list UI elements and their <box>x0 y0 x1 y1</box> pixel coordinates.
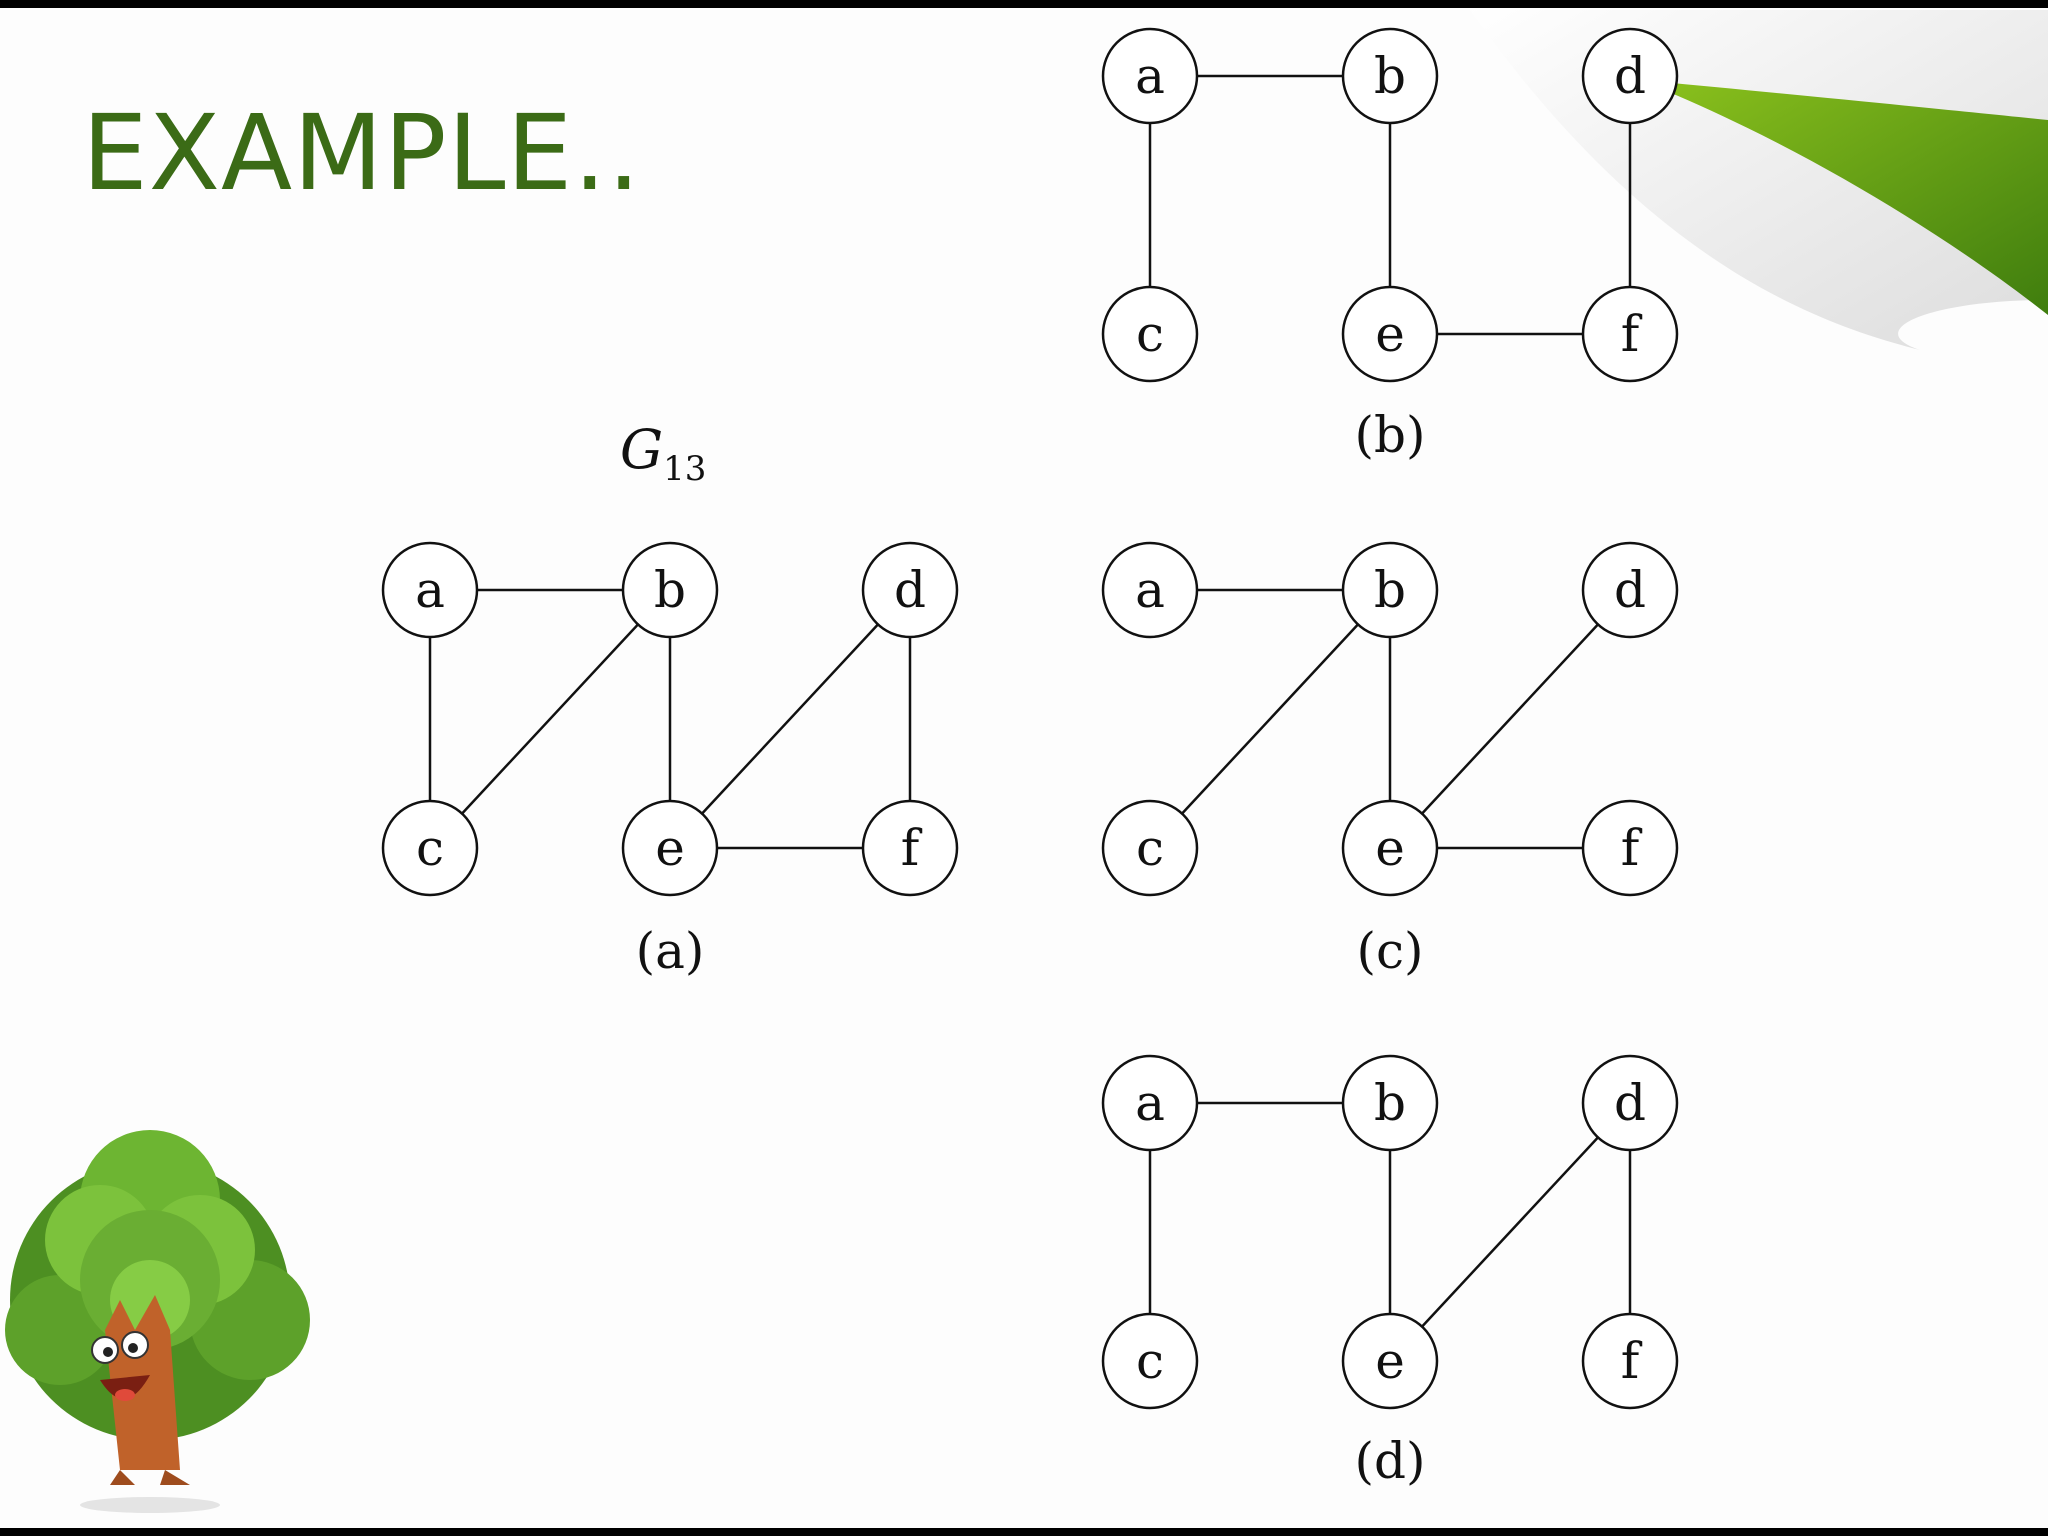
node-e-circle <box>1341 1312 1439 1410</box>
node-f-circle <box>1581 285 1679 383</box>
node-a-label: a <box>1135 47 1165 105</box>
bottom-border <box>0 1528 2048 1536</box>
graph-panel-b: a b d c e f (b) <box>1101 27 1679 464</box>
slide-title: EXAMPLE.. <box>82 92 642 214</box>
top-border <box>0 0 2048 8</box>
graph-panel-a: a b d c e f (a) <box>381 541 959 980</box>
edge-d-e <box>1421 623 1599 815</box>
graph-caption: (a) <box>636 922 705 980</box>
graph-caption: (b) <box>1354 406 1425 464</box>
node-f-label: f <box>901 819 923 877</box>
node-b-circle <box>1341 1054 1439 1152</box>
node-e-label: e <box>1375 305 1405 363</box>
node-d-circle <box>1581 27 1679 125</box>
node-b-label: b <box>654 561 686 619</box>
node-d-label: d <box>894 561 926 619</box>
node-b-circle <box>621 541 719 639</box>
node-d-circle <box>1581 1054 1679 1152</box>
node-d-label: d <box>1614 561 1646 619</box>
edge-b-c <box>1181 623 1359 815</box>
node-c-circle <box>1101 285 1199 383</box>
node-f-circle <box>1581 799 1679 897</box>
node-d-label: d <box>1614 47 1646 105</box>
node-e-label: e <box>655 819 685 877</box>
node-c-circle <box>1101 799 1199 897</box>
node-f-label: f <box>1621 819 1643 877</box>
node-b-circle <box>1341 27 1439 125</box>
node-a-circle <box>1101 1054 1199 1152</box>
node-a-label: a <box>1135 1074 1165 1132</box>
node-c-label: c <box>1136 819 1164 877</box>
edge-b-c <box>461 623 639 815</box>
edge-d-e <box>701 623 879 815</box>
node-d-label: d <box>1614 1074 1646 1132</box>
graph-panel-d: a b d c e f (d) <box>1101 1054 1679 1490</box>
node-c-circle <box>1101 1312 1199 1410</box>
node-e-circle <box>1341 799 1439 897</box>
node-d-circle <box>1581 541 1679 639</box>
node-c-label: c <box>1136 1332 1164 1390</box>
node-b-label: b <box>1374 1074 1406 1132</box>
node-a-circle <box>381 541 479 639</box>
node-c-label: c <box>416 819 444 877</box>
node-d-circle <box>861 541 959 639</box>
node-b-label: b <box>1374 561 1406 619</box>
node-e-label: e <box>1375 819 1405 877</box>
node-a-label: a <box>415 561 445 619</box>
node-f-label: f <box>1621 305 1643 363</box>
node-e-circle <box>621 799 719 897</box>
node-b-circle <box>1341 541 1439 639</box>
node-c-label: c <box>1136 305 1164 363</box>
node-a-label: a <box>1135 561 1165 619</box>
node-c-circle <box>381 799 479 897</box>
graph-panel-c: a b d c e f (c) <box>1101 541 1679 980</box>
node-e-label: e <box>1375 1332 1405 1390</box>
node-f-circle <box>1581 1312 1679 1410</box>
graph-caption: (d) <box>1354 1432 1425 1490</box>
node-b-label: b <box>1374 47 1406 105</box>
graph-name-label: G13 <box>620 418 706 489</box>
node-f-circle <box>861 799 959 897</box>
node-e-circle <box>1341 285 1439 383</box>
edge-d-e <box>1421 1136 1599 1328</box>
node-a-circle <box>1101 27 1199 125</box>
graph-caption: (c) <box>1356 922 1423 980</box>
node-f-label: f <box>1621 1332 1643 1390</box>
node-a-circle <box>1101 541 1199 639</box>
